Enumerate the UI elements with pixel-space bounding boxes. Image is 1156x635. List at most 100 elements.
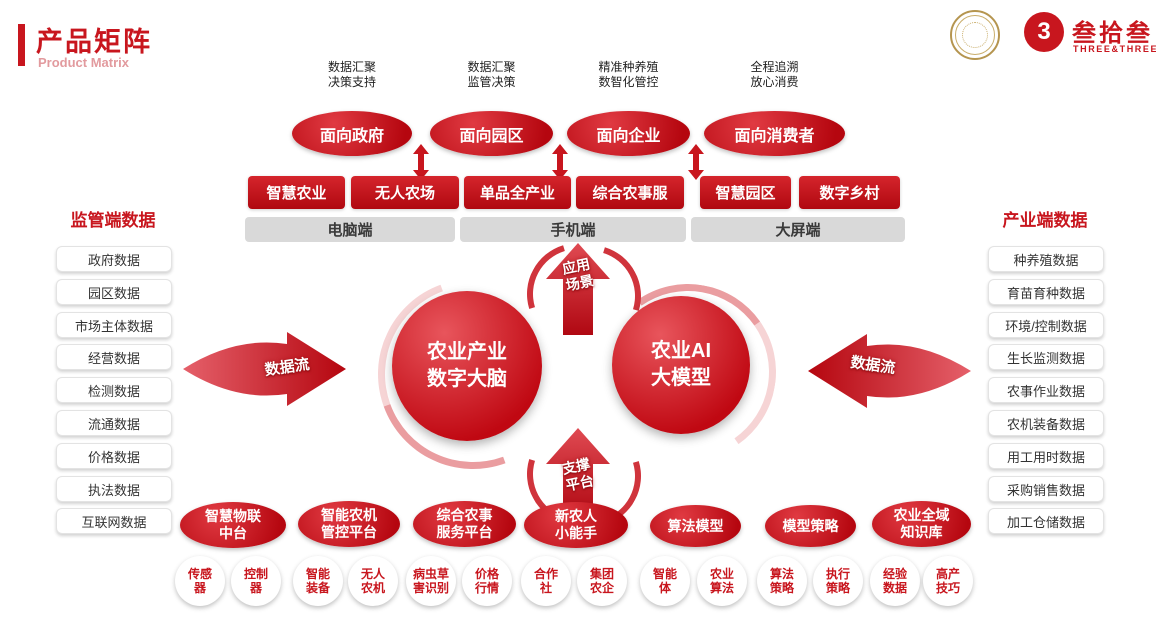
product-chip-single-industry: 单品全产业	[464, 176, 571, 209]
capability-line: 农机	[360, 581, 385, 595]
platform-ellipse-knowledge-base: 农业全域知识库	[872, 501, 971, 547]
data-item-label: 政府数据	[87, 252, 140, 268]
platform-ellipse-machinery: 智能农机管控平台	[298, 501, 400, 547]
product-label: 智慧农业	[266, 185, 327, 202]
double-arrow-icon	[552, 144, 568, 180]
right-data-item: 采购销售数据	[988, 476, 1104, 502]
caption-line: 全程追溯	[750, 60, 799, 74]
right-data-item: 环境/控制数据	[988, 312, 1104, 338]
audience-label: 面向园区	[459, 127, 524, 145]
ellipse-label-line: 综合农事	[436, 507, 493, 523]
seal-inner-ring	[955, 15, 995, 55]
capability-line: 体	[658, 581, 671, 595]
product-label: 无人农场	[374, 185, 435, 202]
product-label: 数字乡村	[819, 185, 880, 202]
ellipse-label-line: 小能手	[555, 525, 597, 541]
product-chip-digital-village: 数字乡村	[799, 176, 900, 209]
caption-line: 数据汇聚	[327, 60, 376, 74]
right-data-item: 生长监测数据	[988, 344, 1104, 370]
left-data-item: 政府数据	[56, 246, 172, 272]
page-title: 产品矩阵	[36, 27, 152, 57]
capability-line: 智能	[652, 567, 677, 581]
audience-ellipse-enterprise: 面向企业	[567, 111, 690, 156]
platform-bar-pc: 电脑端	[245, 217, 455, 242]
platform-bar-bigscreen: 大屏端	[691, 217, 905, 242]
capability-circle-price-market: 价格行情	[462, 556, 512, 606]
right-data-item: 育苗育种数据	[988, 279, 1104, 305]
ellipse-label-line: 新农人	[555, 508, 597, 524]
right-data-item: 加工仓储数据	[988, 508, 1104, 534]
audience-ellipse-park: 面向园区	[430, 111, 553, 156]
capability-circle-execution-strategy: 执行策略	[813, 556, 863, 606]
audience-label: 面向企业	[596, 127, 661, 145]
capability-circle-algorithm-strategy: 算法策略	[757, 556, 807, 606]
capability-line: 数据	[882, 581, 907, 595]
double-arrow-icon	[688, 144, 704, 180]
left-data-item: 市场主体数据	[56, 312, 172, 338]
capability-line: 装备	[305, 581, 330, 595]
left-data-item: 流通数据	[56, 410, 172, 436]
capability-line: 经验	[882, 567, 907, 581]
brand-subname: THREE&THREE	[1073, 44, 1156, 54]
data-item-label: 价格数据	[87, 449, 140, 465]
platform-label: 电脑端	[327, 222, 373, 239]
ellipse-label-line: 管控平台	[321, 524, 377, 540]
ellipse-label-line: 智能农机	[321, 507, 377, 523]
capability-line: 行情	[474, 581, 499, 595]
capability-line: 社	[539, 581, 552, 595]
audience-ellipse-consumer: 面向消费者	[704, 111, 845, 156]
data-flow-arrow-right-icon	[808, 334, 971, 408]
capability-line: 无人	[360, 567, 385, 581]
capability-circle-sensor: 传感器	[175, 556, 225, 606]
ellipse-label-line: 知识库	[900, 524, 943, 540]
data-item-label: 园区数据	[87, 285, 140, 301]
product-chip-smart-park: 智慧园区	[700, 176, 791, 209]
audience-caption-enterprise: 精准种养殖 数智化管控	[567, 60, 690, 90]
capability-circle-smart-equipment: 智能装备	[293, 556, 343, 606]
ellipse-label-line: 中台	[219, 525, 247, 541]
application-arrow-icon	[546, 243, 610, 335]
ellipse-label-line: 算法模型	[667, 517, 724, 534]
data-item-label: 农机装备数据	[1006, 416, 1085, 432]
capability-line: 合作	[533, 567, 558, 581]
seal-pattern	[962, 22, 988, 48]
capability-line: 害识别	[412, 581, 449, 595]
caption-line: 精准种养殖	[598, 60, 659, 74]
product-label: 智慧园区	[715, 185, 776, 202]
left-data-item: 园区数据	[56, 279, 172, 305]
capability-line: 策略	[825, 581, 850, 595]
data-item-label: 加工仓储数据	[1006, 514, 1085, 530]
left-data-item: 价格数据	[56, 443, 172, 469]
ellipse-label-line: 农业全域	[893, 507, 950, 523]
caption-line: 决策支持	[327, 75, 376, 89]
left-panel-title: 监管端数据	[70, 211, 156, 230]
brand-logo-icon: 3	[1024, 12, 1064, 52]
caption-line: 放心消费	[750, 75, 799, 89]
capability-line: 算法	[709, 581, 734, 595]
product-chip-farm-services: 综合农事服	[576, 176, 684, 209]
seal-logo	[950, 10, 1000, 60]
left-data-item: 检测数据	[56, 377, 172, 403]
audience-caption-park: 数据汇聚 监管决策	[430, 60, 553, 90]
left-data-item: 经营数据	[56, 344, 172, 370]
platform-label: 大屏端	[775, 222, 821, 239]
data-flow-arrow-left-icon	[183, 332, 346, 406]
data-item-label: 育苗育种数据	[1006, 285, 1085, 301]
digital-brain-circle: 农业产业 数字大脑	[392, 291, 542, 441]
capability-circle-controller: 控制器	[231, 556, 281, 606]
data-item-label: 生长监测数据	[1006, 350, 1085, 366]
capability-line: 器	[193, 581, 206, 595]
capability-line: 农企	[589, 581, 614, 595]
capability-circle-pest-recognition: 病虫草害识别	[406, 556, 456, 606]
platform-ellipse-iot: 智慧物联中台	[180, 502, 286, 548]
right-data-item: 农机装备数据	[988, 410, 1104, 436]
left-data-item: 执法数据	[56, 476, 172, 502]
capability-circle-unmanned-machine: 无人农机	[348, 556, 398, 606]
data-item-label: 种养殖数据	[1013, 252, 1079, 268]
product-chip-smart-agriculture: 智慧农业	[248, 176, 345, 209]
capability-line: 价格	[474, 567, 499, 581]
data-item-label: 经营数据	[87, 350, 140, 366]
right-panel-title: 产业端数据	[1002, 211, 1088, 230]
data-item-label: 流通数据	[87, 416, 140, 432]
page-subtitle: Product Matrix	[38, 55, 130, 70]
